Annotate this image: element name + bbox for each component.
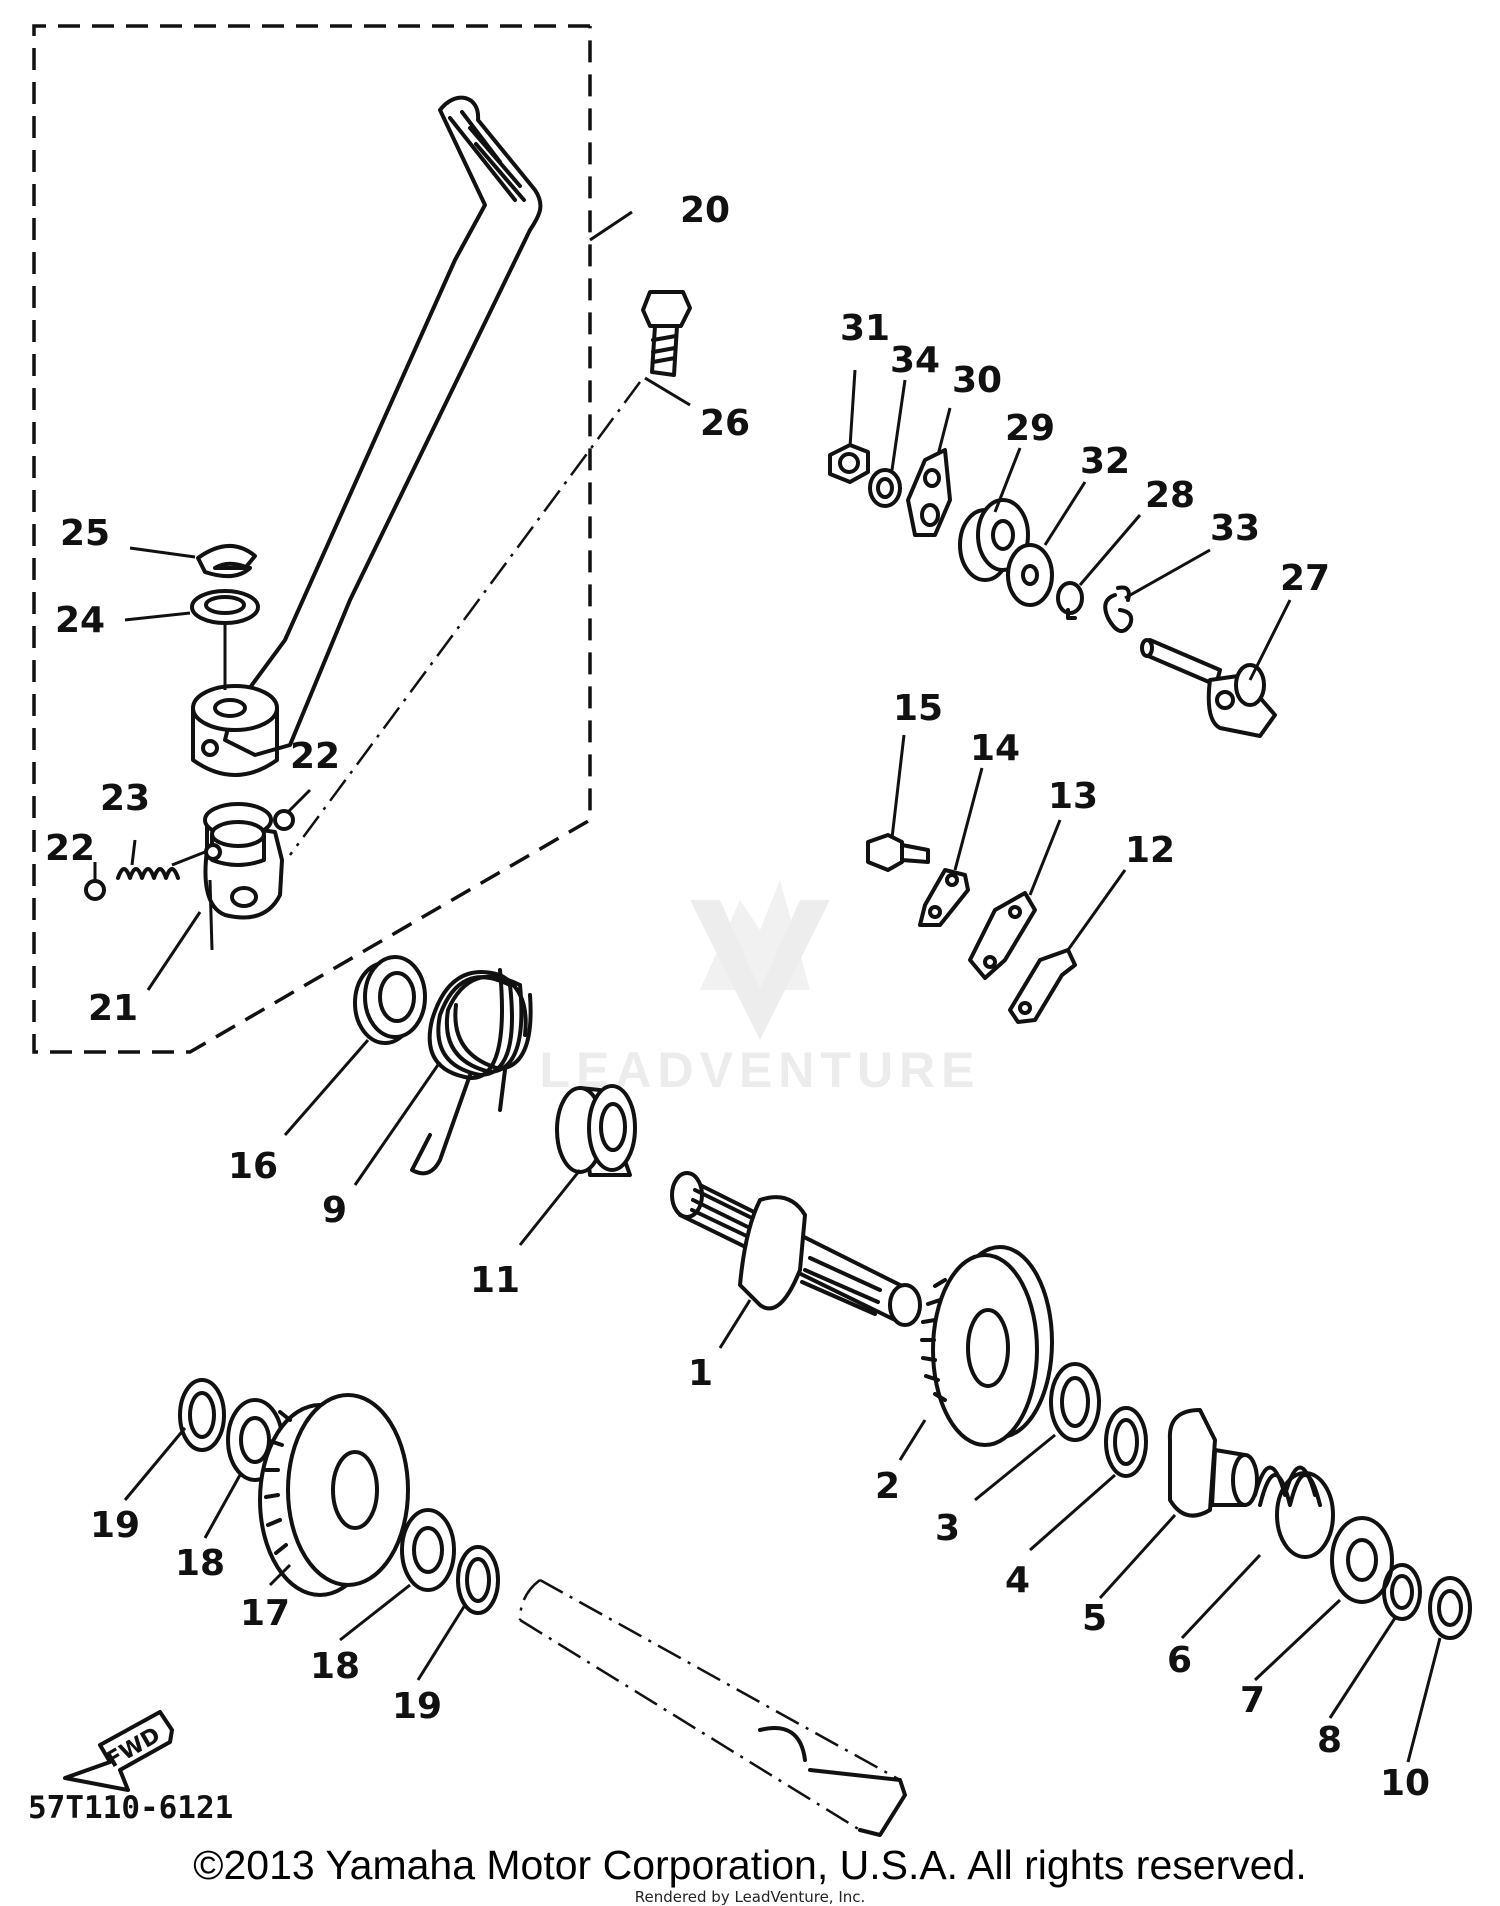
part-26-axis-line xyxy=(288,381,642,856)
part-12-stopper xyxy=(1008,948,1077,1024)
part-18-washer-left xyxy=(226,1398,284,1482)
part-4-circlip xyxy=(1104,1406,1148,1478)
callout-6: 6 xyxy=(1167,1640,1192,1681)
part-9-torsion-spring xyxy=(410,968,533,1176)
callout-15: 15 xyxy=(893,688,943,729)
callout-9: 9 xyxy=(322,1190,347,1231)
part-17-gear xyxy=(258,1393,410,1597)
callout-20: 20 xyxy=(680,190,730,231)
part-34-washer xyxy=(868,468,902,508)
part-21-boss xyxy=(203,802,284,951)
callout-5: 5 xyxy=(1082,1598,1107,1639)
part-3-washer xyxy=(1049,1362,1101,1442)
callout-21: 21 xyxy=(88,988,138,1029)
part-20-kick-lever xyxy=(191,95,543,777)
fwd-arrow-icon: FWD xyxy=(63,1710,174,1792)
callout-2: 2 xyxy=(875,1466,900,1507)
callout-13: 13 xyxy=(1048,776,1098,817)
leadventure-watermark: LEADVENTURE xyxy=(539,880,975,1098)
part-11-collar xyxy=(555,1084,637,1177)
part-6-spring xyxy=(1253,1465,1335,1559)
callout-numbers: 20 26 25 24 22 23 22 21 31 34 30 29 32 2… xyxy=(45,190,1430,1804)
callout-33: 33 xyxy=(1210,508,1260,549)
part-32-washer xyxy=(1006,543,1054,607)
rendered-by-notice: Rendered by LeadVenture, Inc. xyxy=(634,1888,866,1906)
leader-lines xyxy=(93,210,1442,1763)
callout-14: 14 xyxy=(970,728,1020,769)
part-10-washer xyxy=(1428,1576,1472,1640)
part-28-clip xyxy=(1056,581,1084,620)
callout-17: 17 xyxy=(240,1593,290,1634)
callout-12: 12 xyxy=(1125,830,1175,871)
callout-1: 1 xyxy=(688,1353,713,1394)
main-axle-phantom xyxy=(518,1578,907,1837)
part-16-oil-seal xyxy=(353,955,427,1045)
callout-31: 31 xyxy=(840,308,890,349)
part-7-washer xyxy=(1330,1516,1394,1604)
part-22-ball-left xyxy=(84,879,106,901)
part-13-plate xyxy=(968,891,1037,980)
callout-7: 7 xyxy=(1240,1680,1265,1721)
callout-29: 29 xyxy=(1005,408,1055,449)
callout-8: 8 xyxy=(1317,1720,1342,1761)
copyright-notice: ©2013 Yamaha Motor Corporation, U.S.A. A… xyxy=(193,1842,1307,1888)
callout-4: 4 xyxy=(1005,1560,1030,1601)
callout-27: 27 xyxy=(1280,558,1330,599)
part-18-washer-right xyxy=(400,1508,456,1592)
callout-30: 30 xyxy=(952,360,1002,401)
callout-34: 34 xyxy=(890,340,940,381)
part-19-circlip-left xyxy=(178,1378,226,1452)
part-33-spring-clip xyxy=(1103,585,1134,634)
callout-16: 16 xyxy=(228,1146,278,1187)
callout-24: 24 xyxy=(55,600,105,641)
callout-10: 10 xyxy=(1380,1763,1430,1804)
callout-32: 32 xyxy=(1080,441,1130,482)
part-26-bolt xyxy=(641,290,692,377)
callout-25: 25 xyxy=(60,513,110,554)
part-30-plate xyxy=(906,448,952,537)
part-5-ratchet-wheel xyxy=(1167,1408,1259,1518)
kick-lever-group-outline xyxy=(32,24,592,1054)
callout-11: 11 xyxy=(470,1260,520,1301)
part-23-spring xyxy=(116,850,206,880)
callout-19-right: 19 xyxy=(392,1686,442,1727)
callout-28: 28 xyxy=(1145,475,1195,516)
part-22-ball-right xyxy=(273,809,295,831)
part-27-shaft xyxy=(1140,638,1277,738)
part-15-bolt xyxy=(866,833,930,872)
part-8-circlip xyxy=(1382,1563,1422,1621)
part-25-circlip xyxy=(196,544,257,579)
callout-3: 3 xyxy=(935,1508,960,1549)
callout-22-right: 22 xyxy=(290,736,340,777)
part-1-kick-axle xyxy=(670,1171,922,1327)
callout-18-left: 18 xyxy=(175,1543,225,1584)
part-31-nut xyxy=(828,443,870,484)
callout-23: 23 xyxy=(100,778,150,819)
callout-19-left: 19 xyxy=(90,1505,140,1546)
part-14-plate xyxy=(918,868,970,927)
callout-26: 26 xyxy=(700,403,750,444)
part-19-circlip-right xyxy=(456,1545,500,1615)
callout-18-right: 18 xyxy=(310,1646,360,1687)
part-24-washer xyxy=(190,589,260,690)
part-code: 57T110-6121 xyxy=(28,1790,233,1826)
part-2-kick-gear xyxy=(920,1245,1054,1447)
callout-22-left: 22 xyxy=(45,828,95,869)
